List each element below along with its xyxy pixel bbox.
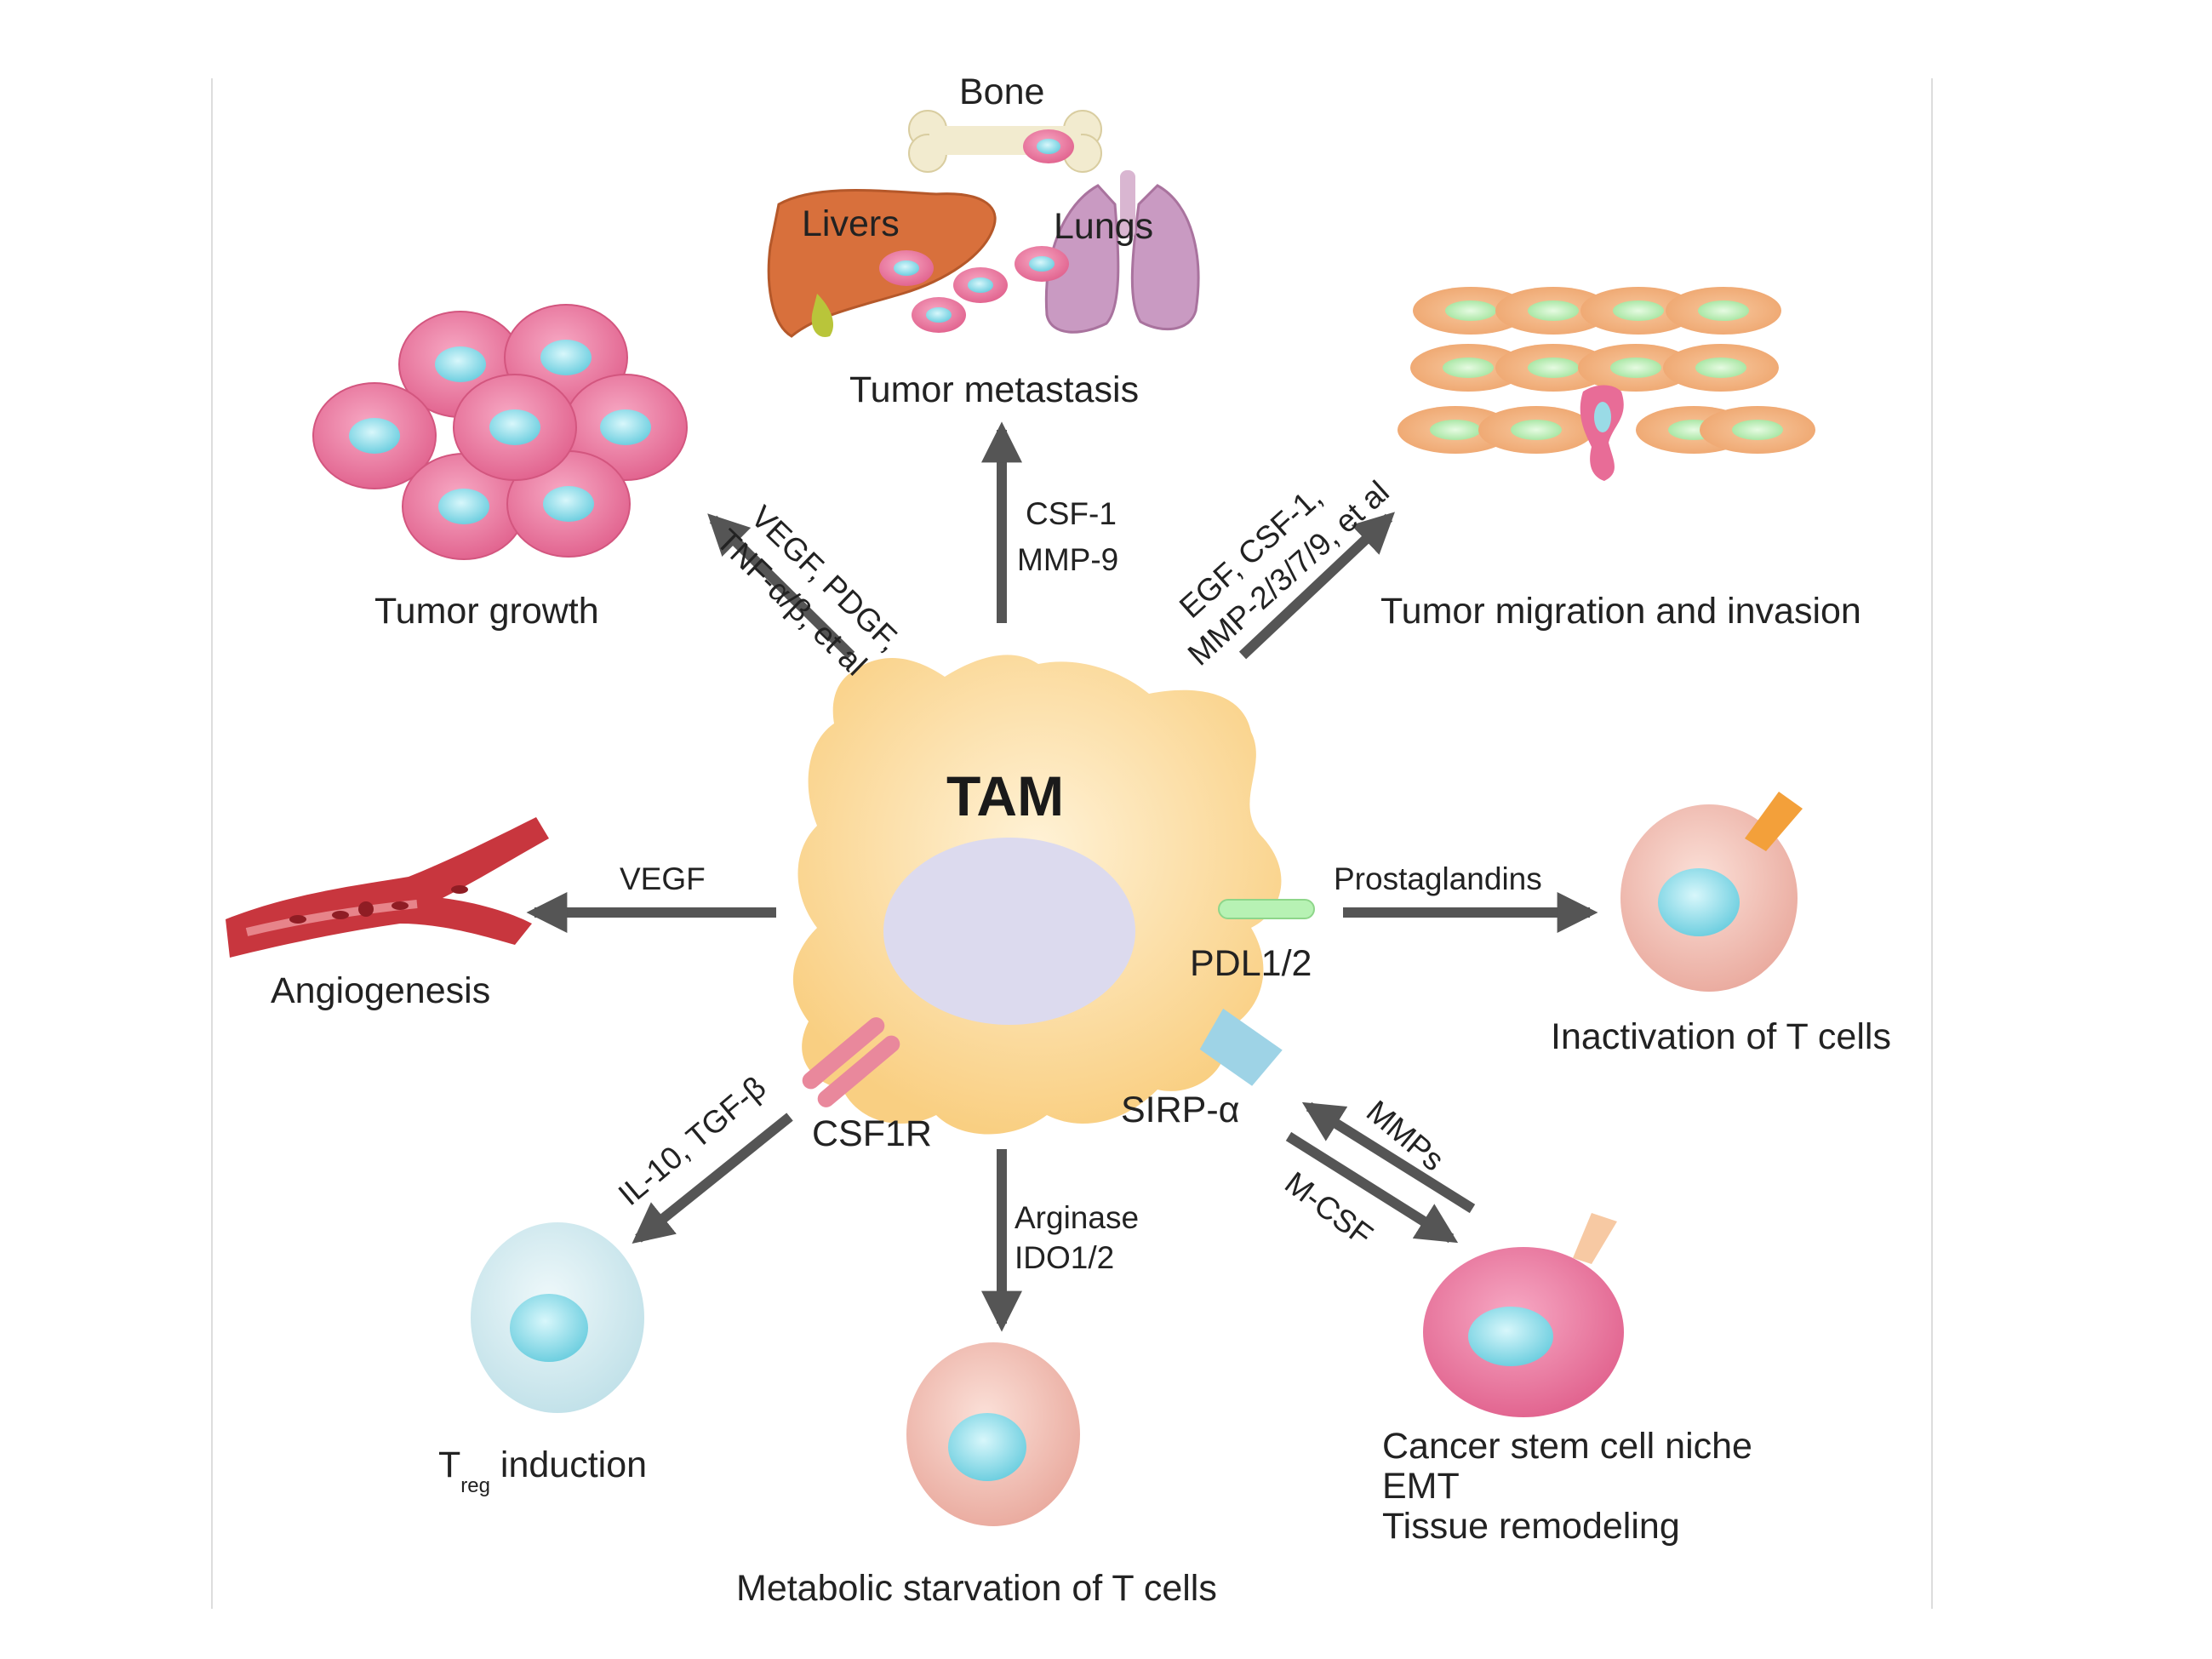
starved-t-cell <box>906 1342 1080 1526</box>
treg-rest: induction <box>490 1444 647 1485</box>
outcome-starvation: Metabolic starvation of T cells <box>736 1568 1217 1609</box>
arrow-growth <box>707 513 855 660</box>
outcome-metastasis: Tumor metastasis <box>849 369 1139 410</box>
tam-nucleus <box>883 838 1135 1025</box>
outcome-treg: Treg induction <box>438 1444 647 1497</box>
arrow-migration <box>1238 512 1395 660</box>
lungs-label: Lungs <box>1054 206 1153 247</box>
pdl-label: PDL1/2 <box>1190 943 1312 984</box>
arrow-treg <box>632 1113 793 1244</box>
sirp-label: SIRP-α <box>1121 1090 1240 1130</box>
lungs-illustration <box>1044 170 1200 334</box>
outcome-angiogenesis: Angiogenesis <box>271 970 490 1011</box>
mediator-angiogenesis: VEGF <box>620 861 706 896</box>
csf1r-receptor <box>802 1017 900 1107</box>
arrow-csc-in <box>1301 1101 1476 1214</box>
blood-vessel <box>226 817 549 958</box>
arrow-csc-out <box>1285 1131 1459 1244</box>
inactivated-t-cell <box>1620 792 1803 992</box>
outcome-tcell-inactivation: Inactivation of T cells <box>1551 1016 1891 1057</box>
outcome-csc-line3: Tissue remodeling <box>1382 1506 1680 1547</box>
outcome-csc-line1: Cancer stem cell niche <box>1382 1426 1752 1467</box>
metastatic-cells <box>879 246 1069 333</box>
treg-cell <box>471 1222 644 1413</box>
tam-label: TAM <box>946 764 1064 827</box>
mediator-prostaglandins: Prostaglandins <box>1334 861 1542 896</box>
treg-main: T <box>438 1444 460 1485</box>
tam-cell: TAM <box>792 655 1282 1135</box>
cancer-stem-cell <box>1423 1213 1624 1417</box>
migration-cell-sheet <box>1398 287 1815 481</box>
livers-label: Livers <box>802 203 900 244</box>
outcome-growth: Tumor growth <box>374 591 599 632</box>
mediator-arginase: Arginase <box>1015 1200 1139 1235</box>
tumor-cell-cluster <box>312 304 688 560</box>
outcome-migration: Tumor migration and invasion <box>1380 591 1861 632</box>
bone-illustration <box>908 110 1102 173</box>
mediator-ido: IDO1/2 <box>1015 1240 1114 1275</box>
csf1r-label: CSF1R <box>812 1113 932 1154</box>
mediator-mmp9: MMP-9 <box>1017 542 1118 577</box>
bone-label: Bone <box>959 72 1044 112</box>
treg-subscript: reg <box>460 1474 490 1497</box>
mediator-csf1: CSF-1 <box>1026 496 1117 531</box>
pdl-receptor <box>1218 899 1315 919</box>
sirp-receptor <box>1199 1008 1283 1086</box>
outcome-csc-line2: EMT <box>1382 1466 1460 1507</box>
